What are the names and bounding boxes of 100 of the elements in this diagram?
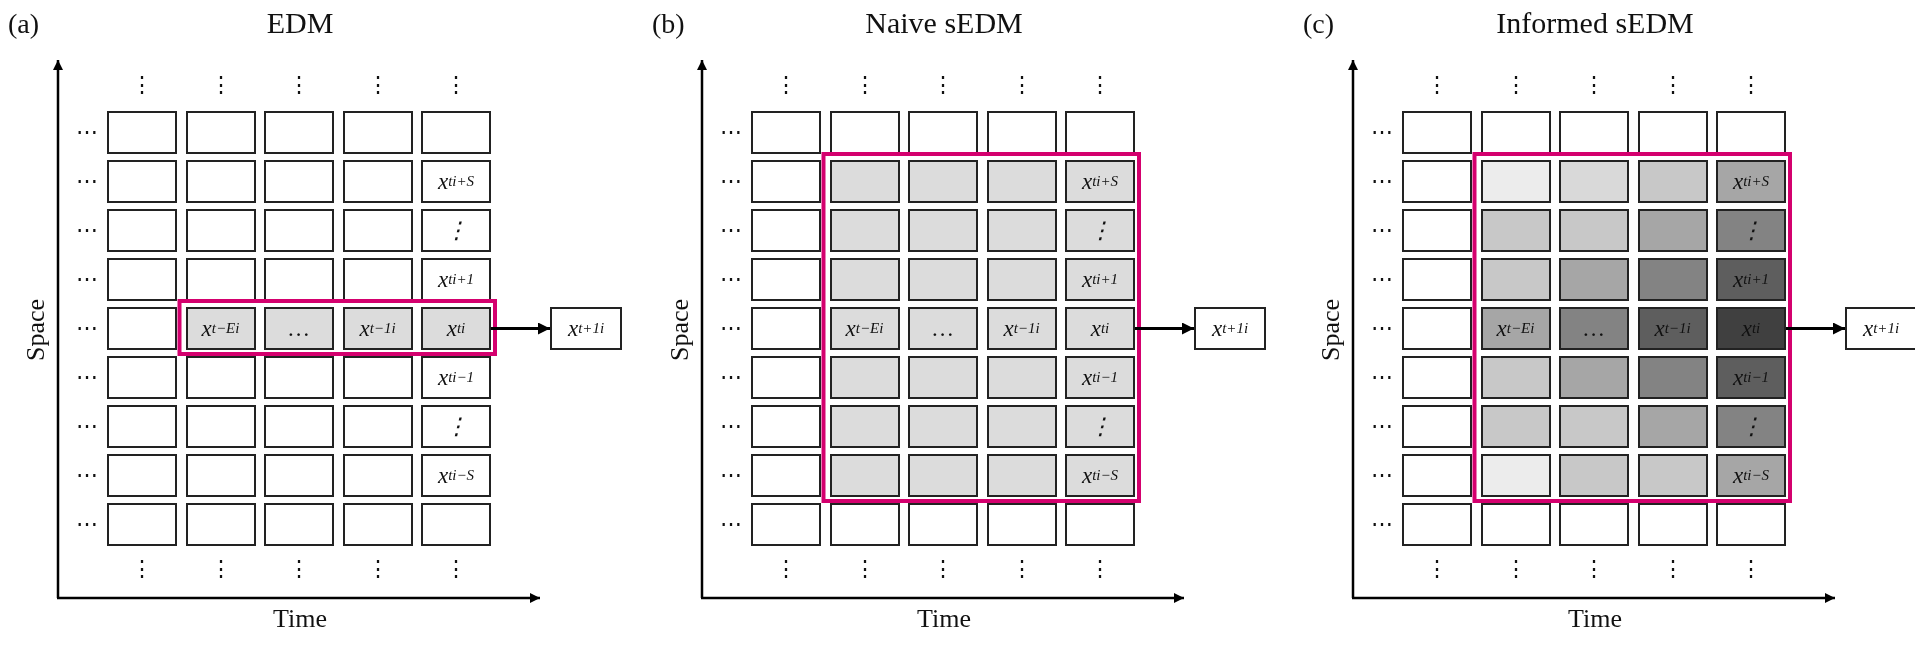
panel-label: (b) xyxy=(652,8,685,40)
grid-cell xyxy=(1637,405,1708,448)
grid-cell xyxy=(751,454,821,497)
ellipsis: ⋮ xyxy=(1583,72,1605,98)
grid-cell xyxy=(1065,503,1135,546)
ellipsis: ⋮ xyxy=(1740,72,1762,98)
grid-cell xyxy=(264,111,334,154)
ellipsis: ⋯ xyxy=(1371,412,1393,439)
ellipsis: ⋮ xyxy=(1089,556,1111,582)
grid-cell xyxy=(1637,209,1708,252)
ellipsis: ⋯ xyxy=(720,265,742,292)
panel-label: (c) xyxy=(1303,8,1335,40)
ellipsis: ⋮ xyxy=(209,556,232,582)
ellipsis: ⋮ xyxy=(288,72,310,98)
grid-cell xyxy=(751,307,821,350)
grid-cell xyxy=(264,258,334,301)
grid-cell xyxy=(185,405,256,448)
grid-cell xyxy=(1637,160,1708,203)
ellipsis: ⋮ xyxy=(1010,556,1033,582)
grid-cell xyxy=(342,258,413,301)
grid-cell xyxy=(1559,209,1629,252)
grid-cell xyxy=(829,209,900,252)
panel-title: EDM xyxy=(266,6,334,40)
grid-cell xyxy=(829,160,900,203)
grid-cell xyxy=(1480,258,1551,301)
ellipsis: ⋮ xyxy=(1661,72,1684,98)
ellipsis: ⋯ xyxy=(720,118,742,145)
axis-label: Time xyxy=(1568,604,1622,634)
grid-cell: … xyxy=(908,307,978,350)
ellipsis: ⋮ xyxy=(1583,556,1605,582)
axis-label: Space xyxy=(1316,298,1346,362)
ellipsis: ⋮ xyxy=(1010,72,1033,98)
ellipsis: ⋮ xyxy=(1504,556,1527,582)
ellipsis: ⋮ xyxy=(932,72,954,98)
grid-cell xyxy=(342,160,413,203)
grid-cell xyxy=(264,209,334,252)
ellipsis: ⋯ xyxy=(76,118,98,145)
grid-cell: ⋮ xyxy=(1716,405,1786,448)
ellipsis: ⋮ xyxy=(366,72,389,98)
grid-cell xyxy=(107,111,177,154)
ellipsis: ⋮ xyxy=(131,556,153,582)
ellipsis: ⋮ xyxy=(932,556,954,582)
ellipsis: ⋯ xyxy=(1371,461,1393,488)
ellipsis: ⋮ xyxy=(775,72,797,98)
axis-label: Space xyxy=(21,298,51,362)
grid-cell xyxy=(751,405,821,448)
ellipsis: ⋯ xyxy=(720,363,742,390)
ellipsis: ⋮ xyxy=(131,72,153,98)
grid-cell xyxy=(986,405,1057,448)
grid-cell: ⋮ xyxy=(1716,209,1786,252)
ellipsis: ⋮ xyxy=(445,72,467,98)
grid-cell xyxy=(751,209,821,252)
grid-cell xyxy=(829,356,900,399)
grid-cell xyxy=(1637,258,1708,301)
axis-label: Time xyxy=(917,604,971,634)
grid-cell xyxy=(986,258,1057,301)
ellipsis: ⋮ xyxy=(1504,72,1527,98)
grid-cell xyxy=(342,356,413,399)
ellipsis: ⋯ xyxy=(720,412,742,439)
grid-cell xyxy=(107,356,177,399)
grid-cell xyxy=(1402,405,1472,448)
grid-cell xyxy=(1480,454,1551,497)
grid-cell xyxy=(185,209,256,252)
ellipsis: ⋮ xyxy=(288,556,310,582)
ellipsis: ⋮ xyxy=(1089,72,1111,98)
grid-cell xyxy=(1637,454,1708,497)
grid-cell xyxy=(185,356,256,399)
grid-cell xyxy=(342,454,413,497)
ellipsis: ⋯ xyxy=(1371,216,1393,243)
ellipsis: ⋯ xyxy=(720,314,742,341)
arrow xyxy=(491,322,550,335)
grid-cell xyxy=(1637,503,1708,546)
grid-cell xyxy=(751,111,821,154)
ellipsis: ⋯ xyxy=(1371,363,1393,390)
grid-cell xyxy=(1480,209,1551,252)
grid-cell xyxy=(1559,356,1629,399)
ellipsis: ⋮ xyxy=(1426,72,1448,98)
grid-cell xyxy=(908,503,978,546)
grid-cell xyxy=(829,454,900,497)
grid-cell xyxy=(342,405,413,448)
grid-cell xyxy=(1716,503,1786,546)
ellipsis: ⋮ xyxy=(775,556,797,582)
grid-cell xyxy=(185,503,256,546)
grid-cell xyxy=(908,111,978,154)
panel-label: (a) xyxy=(8,8,40,40)
ellipsis: ⋯ xyxy=(1371,314,1393,341)
grid-cell xyxy=(751,258,821,301)
grid-cell: ⋮ xyxy=(1065,405,1135,448)
grid-cell: ⋮ xyxy=(1065,209,1135,252)
grid-cell xyxy=(1637,111,1708,154)
grid-cell xyxy=(1559,405,1629,448)
ellipsis: ⋯ xyxy=(720,461,742,488)
ellipsis: ⋮ xyxy=(209,72,232,98)
grid-cell xyxy=(1559,454,1629,497)
grid-cell xyxy=(986,356,1057,399)
grid-cell xyxy=(107,209,177,252)
grid-cell xyxy=(107,160,177,203)
grid-cell xyxy=(1402,258,1472,301)
grid-cell xyxy=(1637,356,1708,399)
arrow xyxy=(1135,322,1194,335)
